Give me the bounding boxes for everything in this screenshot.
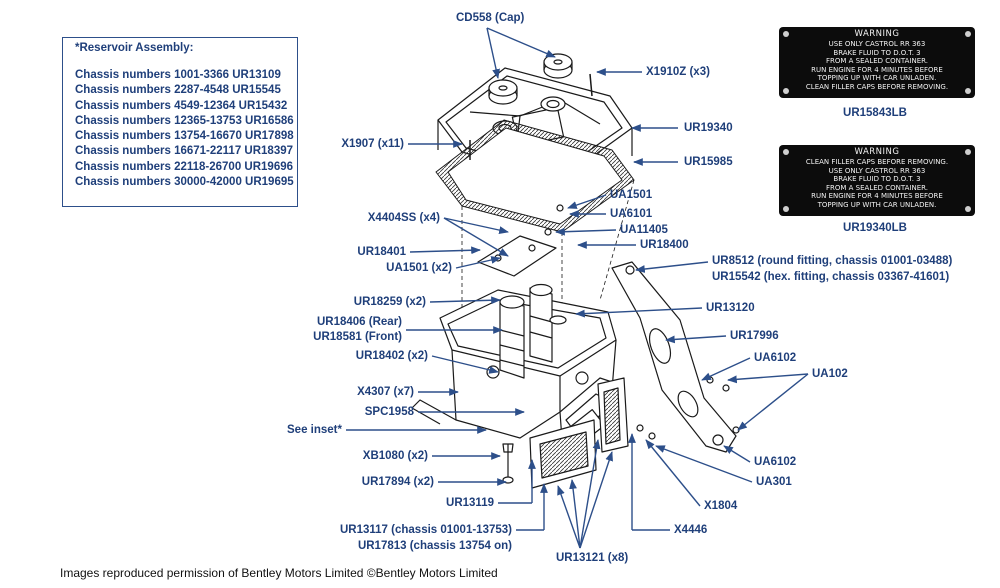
label-ur18259: UR18259 (x2) bbox=[353, 296, 426, 308]
plate-1-line: USE ONLY CASTROL RR 363 bbox=[828, 40, 926, 48]
inset-row: Chassis numbers 13754-16670 UR17898 bbox=[75, 130, 294, 143]
label-x4307: X4307 (x7) bbox=[357, 386, 414, 398]
label-ua1501-x2: UA1501 (x2) bbox=[386, 262, 452, 274]
plate-2-line: BRAKE FLUID TO D.O.T. 3 bbox=[833, 175, 921, 184]
label-ur18402: UR18402 (x2) bbox=[355, 350, 428, 362]
plate-2-part-number: UR19340LB bbox=[843, 222, 907, 234]
inset-title: *Reservoir Assembly: bbox=[75, 42, 194, 54]
label-x1907: X1907 (x11) bbox=[341, 138, 404, 150]
plate-2-line: TOPPING UP WITH CAR UNLADEN. bbox=[817, 200, 937, 209]
clamp-plate bbox=[477, 235, 557, 277]
label-spc1958: SPC1958 bbox=[364, 406, 414, 418]
plate-1-line: RUN ENGINE FOR 4 MINUTES BEFORE bbox=[811, 65, 943, 74]
plate-2-heading: WARNING bbox=[854, 147, 900, 157]
filler-cap-icon bbox=[543, 53, 573, 79]
label-ur17813: UR17813 (chassis 13754 on) bbox=[357, 540, 512, 552]
label-x4446: X4446 bbox=[674, 524, 708, 536]
label-ur13121: UR13121 (x8) bbox=[556, 552, 629, 564]
leader-arrows bbox=[346, 27, 809, 549]
label-ua1501: UA1501 bbox=[610, 189, 653, 201]
inset-row: Chassis numbers 2287-4548 UR15545 bbox=[75, 84, 281, 97]
label-x1804: X1804 bbox=[704, 500, 738, 512]
label-ua102: UA102 bbox=[812, 368, 848, 380]
label-x4404ss: X4404SS (x4) bbox=[367, 212, 440, 224]
bolt-icon bbox=[469, 73, 740, 484]
label-ur18400: UR18400 bbox=[640, 239, 689, 251]
label-ur18401: UR18401 bbox=[357, 246, 406, 258]
inset-row: Chassis numbers 12365-13753 UR16586 bbox=[75, 114, 294, 127]
label-ur17894: UR17894 (x2) bbox=[361, 476, 434, 488]
plate-1-line: TOPPING UP WITH CAR UNLADEN. bbox=[817, 74, 937, 83]
label-see-inset: See inset* bbox=[287, 424, 342, 436]
inset-row: Chassis numbers 4549-12364 UR15432 bbox=[75, 99, 288, 112]
reservoir-assembly-inset: *Reservoir Assembly: Chassis numbers 100… bbox=[62, 37, 298, 207]
label-ur17996: UR17996 bbox=[730, 330, 779, 342]
label-ur15985: UR15985 bbox=[684, 156, 733, 168]
label-ua6101: UA6101 bbox=[610, 208, 653, 220]
label-ua11405: UA11405 bbox=[620, 224, 668, 236]
label-xb1080: XB1080 (x2) bbox=[362, 450, 428, 462]
warning-plate-2: WARNING CLEAN FILLER CAPS BEFORE REMOVIN… bbox=[779, 145, 975, 216]
label-ur13119: UR13119 bbox=[446, 497, 494, 509]
plate-1-part-number: UR15843LB bbox=[843, 107, 907, 119]
label-ur13117: UR13117 (chassis 01001-13753) bbox=[340, 524, 512, 536]
filler-cap-icon bbox=[488, 79, 518, 105]
label-ur19340: UR19340 bbox=[684, 122, 733, 134]
plate-2-line: RUN ENGINE FOR 4 MINUTES BEFORE bbox=[811, 192, 943, 201]
label-ur18406: UR18406 (Rear) bbox=[316, 316, 402, 328]
label-ua301: UA301 bbox=[756, 476, 792, 488]
copyright-footer: Images reproduced permission of Bentley … bbox=[60, 566, 498, 580]
label-x1910z: X1910Z (x3) bbox=[646, 66, 710, 78]
label-ur8512: UR8512 (round fitting, chassis 01001-034… bbox=[712, 255, 953, 267]
warning-plate-1: WARNING USE ONLY CASTROL RR 363 BRAKE FL… bbox=[779, 27, 975, 98]
inset-row: Chassis numbers 30000-42000 UR19695 bbox=[75, 176, 294, 189]
label-ua6102-bottom: UA6102 bbox=[754, 456, 797, 468]
label-ur18581: UR18581 (Front) bbox=[313, 331, 402, 343]
inset-row: Chassis numbers 16671-22117 UR18397 bbox=[75, 145, 294, 158]
plate-2-line: CLEAN FILLER CAPS BEFORE REMOVING. bbox=[805, 158, 949, 166]
plate-1-line: FROM A SEALED CONTAINER. bbox=[826, 57, 928, 66]
valve-assembly bbox=[486, 283, 589, 385]
inset-row: Chassis numbers 1001-3366 UR13109 bbox=[75, 69, 281, 81]
plate-1-heading: WARNING bbox=[854, 29, 900, 39]
lever-arm bbox=[611, 261, 737, 453]
label-cd558: CD558 (Cap) bbox=[456, 12, 525, 24]
plate-2-line: USE ONLY CASTROL RR 363 bbox=[828, 166, 926, 175]
plate-1-line: BRAKE FLUID TO D.O.T. 3 bbox=[833, 48, 921, 57]
label-ua6102-top: UA6102 bbox=[754, 352, 797, 364]
plate-2-line: FROM A SEALED CONTAINER. bbox=[826, 183, 928, 192]
plate-1-line: CLEAN FILLER CAPS BEFORE REMOVING. bbox=[805, 82, 949, 91]
inset-row: Chassis numbers 22118-26700 UR19696 bbox=[75, 160, 294, 173]
label-ur13120: UR13120 bbox=[706, 302, 755, 314]
label-ur15542: UR15542 (hex. fitting, chassis 03367-416… bbox=[712, 271, 950, 283]
